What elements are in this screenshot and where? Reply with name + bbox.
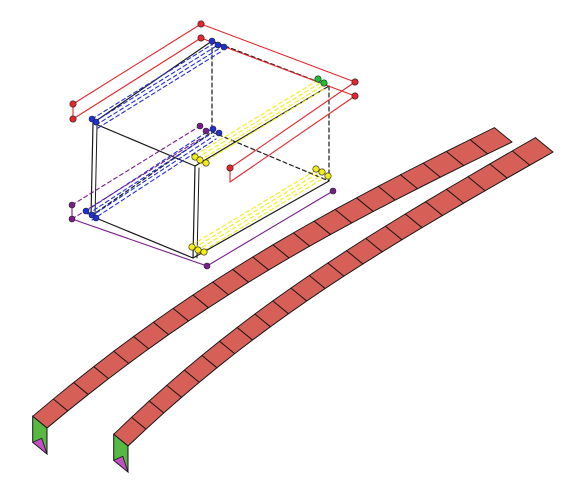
beam-end-cap-inner <box>31 437 48 456</box>
purple-node <box>68 201 76 209</box>
purple-node <box>68 215 76 223</box>
yellow-node <box>324 172 332 180</box>
blue-node <box>92 214 100 222</box>
red-node <box>197 34 205 42</box>
yellow-node <box>202 159 210 167</box>
yellow-node <box>188 243 196 251</box>
blue-dashed-edge <box>89 135 215 218</box>
blue-node <box>208 37 216 45</box>
yellow-node <box>312 165 320 173</box>
red-node <box>69 100 77 108</box>
yellow-dashed-edge <box>195 174 323 252</box>
purple-node <box>202 127 210 135</box>
blue-dashed-edge <box>87 132 213 215</box>
frame-edge <box>196 167 200 259</box>
twisted-beam-back <box>31 127 513 456</box>
purple-edge <box>71 218 208 267</box>
red-edge <box>229 95 356 183</box>
frame-edge <box>211 131 330 182</box>
yellow-dashed-edge <box>193 171 321 249</box>
blue-node <box>214 41 222 49</box>
blue-node <box>82 207 90 215</box>
yellow-dashed-edge <box>194 78 321 156</box>
beam-end-cap-inner <box>112 455 129 474</box>
blue-node <box>220 43 228 51</box>
red-edge <box>72 23 202 105</box>
blue-dashed-edge <box>85 129 211 212</box>
yellow-node <box>194 246 202 254</box>
frame-edge <box>90 131 213 217</box>
blue-dashed-edge <box>95 47 221 126</box>
frame-edge <box>192 180 330 259</box>
purple-edge <box>71 125 201 206</box>
yellow-dashed-edge <box>198 84 325 162</box>
frame-edge <box>92 122 196 167</box>
red-edge <box>72 37 202 120</box>
twisted-beam-front <box>112 137 554 474</box>
yellow-node <box>318 168 326 176</box>
purple-edge <box>71 138 201 220</box>
red-node <box>69 115 77 123</box>
red-node <box>351 92 359 100</box>
purple-edge <box>206 190 334 267</box>
blue-node <box>215 129 223 137</box>
blue-dashed-edge <box>91 138 217 221</box>
yellow-dashed-edge <box>200 87 327 165</box>
red-edge <box>229 81 356 169</box>
wireframe-cube-icon <box>68 20 359 270</box>
blue-dashed-edge <box>93 44 219 123</box>
frame-edge <box>90 122 94 217</box>
blue-dashed-edge <box>97 50 223 129</box>
frame-edge <box>94 125 98 219</box>
yellow-node <box>200 248 208 256</box>
purple-node <box>196 122 204 130</box>
yellow-dashed-edge <box>191 168 319 246</box>
red-node <box>197 20 205 28</box>
frame-edge <box>90 215 194 259</box>
blue-node <box>92 118 100 126</box>
green-node <box>320 79 328 87</box>
purple-node <box>203 262 211 270</box>
red-node <box>226 164 234 172</box>
frame-edge <box>194 85 330 167</box>
red-node <box>351 78 359 86</box>
purple-node <box>329 187 337 195</box>
blue-node <box>209 125 217 133</box>
yellow-node <box>196 156 204 164</box>
yellow-dashed-edge <box>196 81 323 159</box>
frame-edge <box>192 165 196 259</box>
red-edge <box>200 23 356 83</box>
green-node <box>314 75 322 83</box>
blue-dashed-edge <box>91 41 217 120</box>
yellow-dashed-edge <box>197 177 325 255</box>
